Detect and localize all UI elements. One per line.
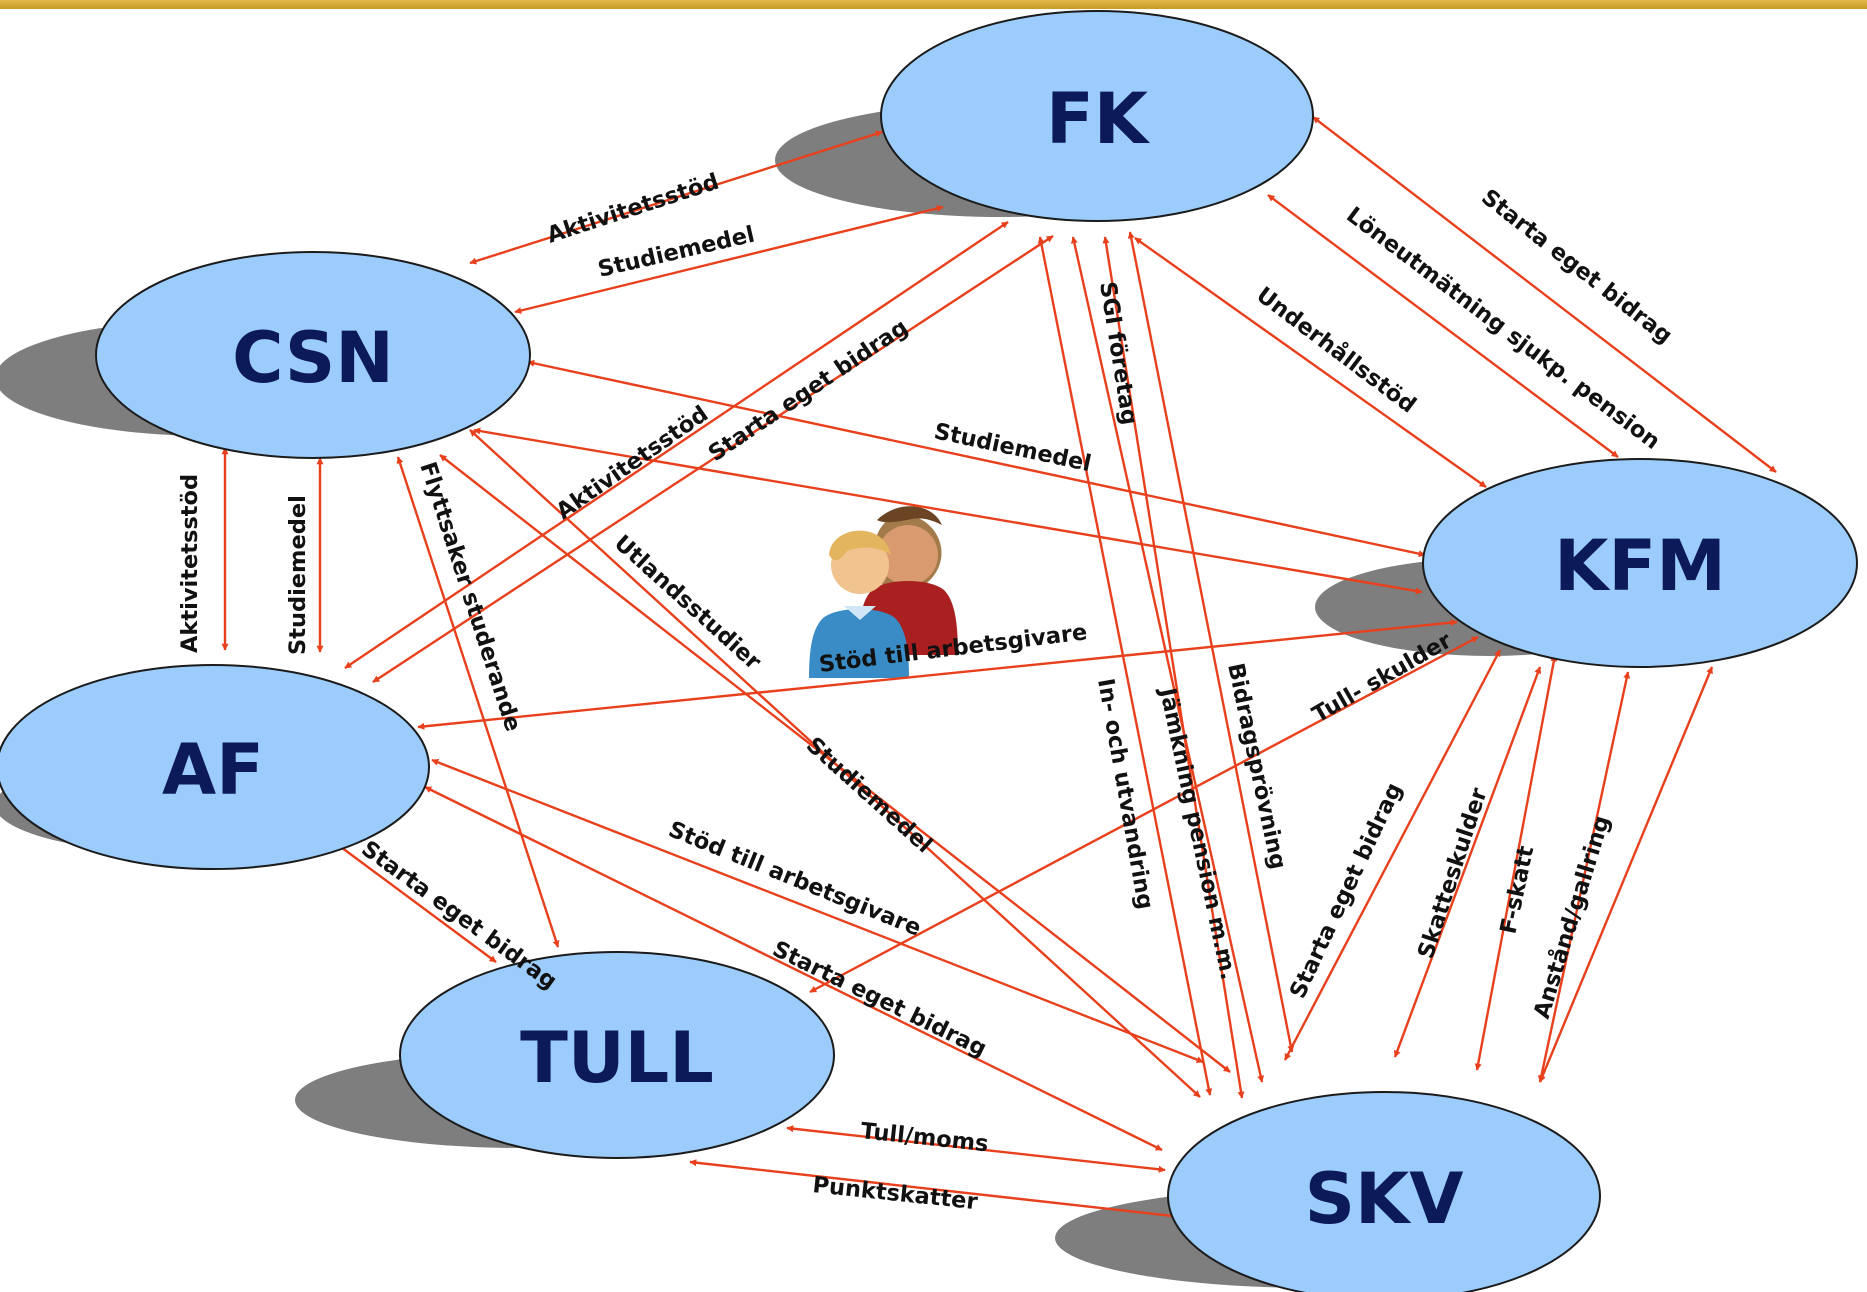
node-csn-label: CSN [232, 317, 394, 399]
node-tull: TULL [399, 951, 835, 1159]
edge-label: Utlandsstudier [609, 530, 767, 676]
arrow-tull-skv-punktskatter [689, 1159, 1209, 1223]
edge-label: Löneutmätning sjukp. pension [1341, 202, 1664, 455]
node-kfm-label: KFM [1554, 525, 1726, 607]
edge-label: Starta eget bidrag [704, 314, 913, 467]
edge-label: F-skatt [1495, 843, 1539, 936]
node-fk-label: FK [1046, 78, 1151, 160]
node-csn-ellipse [95, 251, 531, 459]
edge-label: Tull/moms [859, 1118, 989, 1157]
edge-lines [221, 116, 1777, 1223]
arrow-fk-skv-bidrag [1127, 231, 1295, 1053]
node-tull-label: TULL [520, 1017, 714, 1099]
edge-label: Aktivitetsstöd [177, 474, 203, 653]
edge-label: SGI företag [1094, 280, 1142, 427]
edge-label: Studiemedel [932, 418, 1094, 477]
node-kfm-ellipse [1422, 458, 1858, 668]
node-tull-ellipse [399, 951, 835, 1159]
top-accent-bar [0, 0, 1867, 9]
node-csn: CSN [95, 251, 531, 459]
edge-label: Anstånd/gallring [1528, 812, 1615, 1021]
node-kfm: KFM [1422, 458, 1858, 668]
edge-label: Skatteskulder [1413, 784, 1493, 962]
arrow-csn-kfm-studiemedel-1 [527, 359, 1426, 558]
edge-label: Studiemedel [801, 732, 937, 858]
edge-label: Punktskatter [811, 1172, 979, 1215]
node-skv-ellipse [1167, 1091, 1601, 1292]
node-af-label: AF [162, 729, 264, 811]
edge-label: Starta eget bidrag [1285, 779, 1408, 1003]
edge-label: Aktivitetsstöd [552, 401, 714, 525]
node-fk: FK [880, 10, 1314, 222]
node-skv: SKV [1167, 1091, 1601, 1292]
edge-label: Flyttsaker studerande [414, 459, 526, 735]
node-skv-label: SKV [1305, 1158, 1464, 1240]
node-af: AF [0, 664, 430, 870]
arrow-af-tull-starta [321, 832, 497, 963]
edge-label: Stöd till arbetsgivare [665, 816, 925, 941]
node-fk-ellipse [880, 10, 1314, 222]
edge-label: In- och utvandring [1092, 677, 1158, 912]
arrow-csn-kfm-studiemedel-2 [473, 427, 1423, 595]
edge-label: Underhållsstöd [1251, 281, 1421, 418]
edge-label: Studiemedel [285, 495, 311, 655]
arrow-kfm-skv-anstand-2 [1538, 666, 1714, 1083]
edge-label: Starta eget bidrag [356, 836, 561, 995]
arrow-fk-kfm-starta [1312, 116, 1777, 473]
node-af-ellipse [0, 664, 430, 870]
